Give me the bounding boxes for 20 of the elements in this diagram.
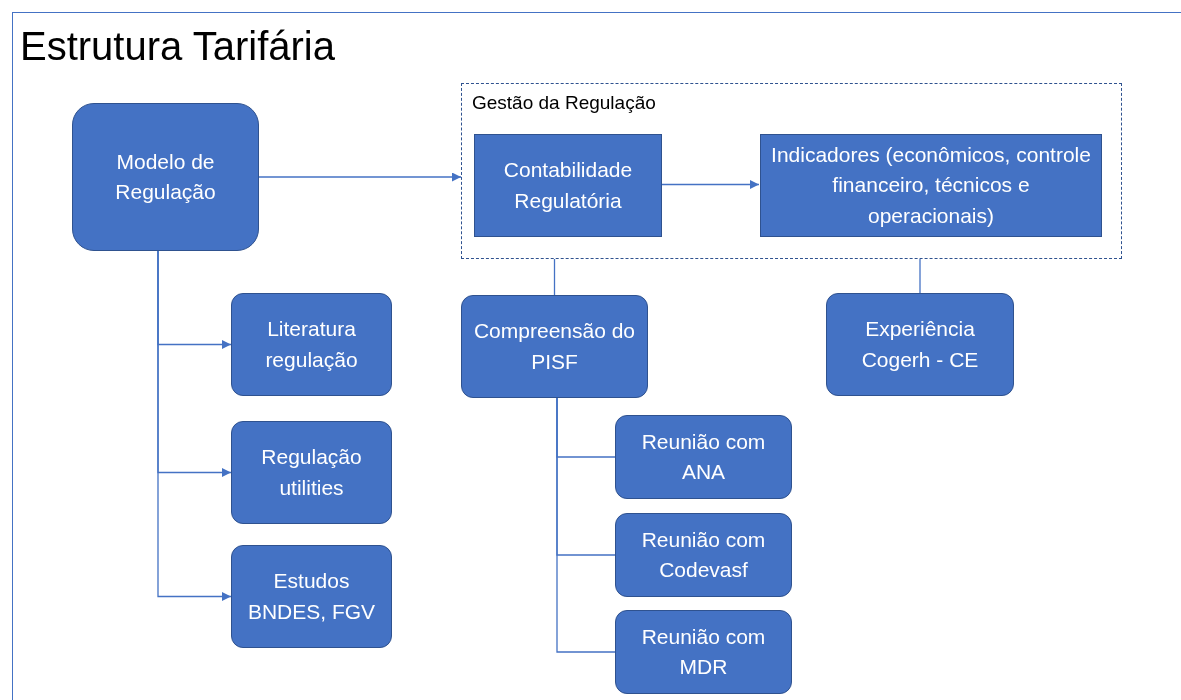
group-heading: Gestão da Regulação (472, 92, 656, 114)
process-box: Contabilidade Regulatória (474, 134, 662, 237)
process-box: Indicadores (econômicos, controle financeiro, técnicos e operacionais) (760, 134, 1102, 237)
title: Estrutura Tarifária (20, 24, 335, 69)
dashed-group-box (461, 83, 1122, 259)
process-box: Experiência Cogerh - CE (826, 293, 1014, 396)
process-box: Estudos BNDES, FGV (231, 545, 392, 648)
process-box: Compreensão do PISF (461, 295, 648, 398)
connector-line (553, 258, 556, 296)
process-box: Modelo de Regulação (72, 103, 259, 251)
process-box: Reunião com Codevasf (615, 513, 792, 597)
connector-line (919, 258, 921, 294)
process-box: Literatura regulação (231, 293, 392, 396)
arrow (258, 172, 462, 182)
process-box: Reunião com ANA (615, 415, 792, 499)
connector-line (556, 397, 616, 653)
process-box: Reunião com MDR (615, 610, 792, 694)
arrow (157, 250, 232, 601)
arrow (660, 180, 760, 189)
process-box: Regulação utilities (231, 421, 392, 524)
